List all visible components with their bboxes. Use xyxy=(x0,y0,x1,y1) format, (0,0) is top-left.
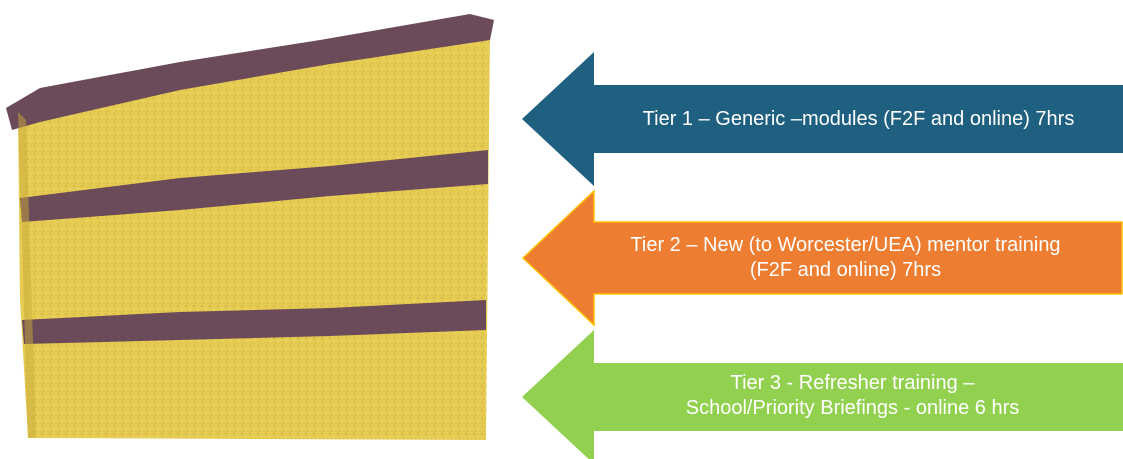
tier-3-arrow: Tier 3 - Refresher training – School/Pri… xyxy=(522,330,1123,459)
layer-cake-slice-icon xyxy=(6,14,494,440)
cake-icing-layer-2 xyxy=(22,300,486,344)
tier-3-arrow-shape xyxy=(522,330,1123,459)
cake-icing-layer-1 xyxy=(20,150,488,222)
tier-3-label-line-2: School/Priority Briefings - online 6 hrs xyxy=(685,397,1020,419)
tier-2-label-line-1: Tier 2 – New (to Worcester/UEA) mentor t… xyxy=(630,234,1061,256)
tier-3-label-line-1: Tier 3 - Refresher training – xyxy=(730,372,975,394)
tier-1-arrow: Tier 1 – Generic –modules (F2F and onlin… xyxy=(522,52,1123,186)
tier-2-arrow-shape xyxy=(521,189,1123,327)
tier-2-arrow: Tier 2 – New (to Worcester/UEA) mentor t… xyxy=(521,189,1123,327)
tier-2-label-line-2: (F2F and online) 7hrs xyxy=(749,259,942,281)
tier-1-label: Tier 1 – Generic –modules (F2F and onlin… xyxy=(642,107,1075,130)
tier-1-arrow-shape xyxy=(522,52,1123,186)
cake-top-icing xyxy=(6,14,494,130)
